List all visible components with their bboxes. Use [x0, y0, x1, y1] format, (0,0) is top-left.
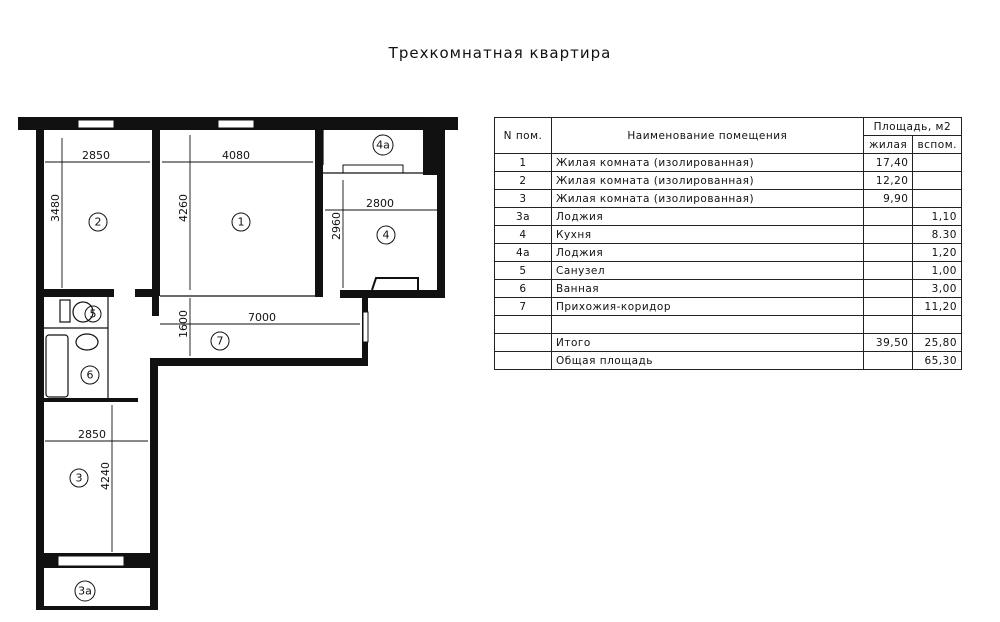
cell-name: Ванная: [551, 279, 864, 298]
cell-living: 17,40: [862, 153, 914, 172]
walls: [18, 117, 458, 610]
cell-living: 12,20: [862, 171, 914, 190]
cell-num: 4: [494, 225, 552, 244]
page-title: Трехкомнатная квартира: [388, 44, 612, 62]
overall-row: Общая площадь 65,30: [494, 351, 962, 370]
room-3-label: 3: [76, 472, 83, 485]
cell-living: 9,90: [862, 189, 914, 208]
header-living: жилая: [862, 135, 914, 154]
room-markers: [69, 134, 396, 602]
cell-name: Жилая комната (изолированная): [551, 171, 864, 190]
dim-room1-width: 4080: [222, 149, 250, 162]
dim-room3-depth: 4240: [99, 462, 112, 490]
header-area: Площадь, м2: [862, 117, 963, 136]
cell-aux: [912, 171, 962, 190]
cell-aux: 11,20: [912, 297, 962, 316]
cell-num: 2: [494, 171, 552, 190]
dim-room4-width: 2800: [366, 197, 394, 210]
cell-living: [862, 243, 914, 262]
total-row: Итого 39,50 25,80: [494, 333, 962, 352]
cell-living: [862, 279, 914, 298]
cell-num: 3а: [494, 207, 552, 226]
room-1-label: 1: [238, 216, 245, 229]
room-4a-label: 4а: [376, 139, 390, 152]
cell-name: Жилая комната (изолированная): [551, 153, 864, 172]
cell-aux: 8.30: [912, 225, 962, 244]
overall-label: Общая площадь: [551, 351, 864, 370]
room-4-label: 4: [383, 229, 390, 242]
cell-num: 5: [494, 261, 552, 280]
cell-living: [862, 261, 914, 280]
cell-name: Лоджия: [551, 243, 864, 262]
cell-num: 4а: [494, 243, 552, 262]
cell-aux: 1,10: [912, 207, 962, 226]
cell-aux: 1,00: [912, 261, 962, 280]
header-aux: вспом.: [912, 135, 962, 154]
empty-row: [494, 315, 962, 334]
room-7-label: 7: [217, 335, 224, 348]
total-living: 39,50: [862, 333, 914, 352]
cell-num: 7: [494, 297, 552, 316]
cell-living: [862, 207, 914, 226]
cell-aux: [912, 153, 962, 172]
total-label: Итого: [551, 333, 864, 352]
dimension-lines: [45, 135, 437, 552]
cell-name: Жилая комната (изолированная): [551, 189, 864, 208]
room-numbers: 1 2 3 3а 4 4а 5 6 7: [76, 139, 390, 598]
cell-num: 6: [494, 279, 552, 298]
dim-corridor-length: 7000: [248, 311, 276, 324]
room-5-label: 5: [90, 308, 97, 321]
header-name: Наименование помещения: [551, 117, 864, 154]
dim-room2-depth: 3480: [49, 194, 62, 222]
dimension-labels: 2850 3480 4080 4260 2800 2960 7000 1600 …: [49, 149, 394, 490]
header-num: N пом.: [494, 117, 552, 154]
cell-aux: [912, 189, 962, 208]
dim-corridor-width: 1600: [177, 310, 190, 338]
cell-living: [862, 225, 914, 244]
total-aux: 25,80: [912, 333, 962, 352]
cell-living: [862, 297, 914, 316]
room-area-table: N пом. Наименование помещения Площадь, м…: [494, 117, 963, 370]
cell-aux: 1,20: [912, 243, 962, 262]
room-2-label: 2: [95, 216, 102, 229]
cell-name: Кухня: [551, 225, 864, 244]
cell-num: 3: [494, 189, 552, 208]
room-3a-label: 3а: [78, 585, 92, 598]
dim-room3-width: 2850: [78, 428, 106, 441]
cell-num: 1: [494, 153, 552, 172]
cell-aux: 3,00: [912, 279, 962, 298]
dim-room2-width: 2850: [82, 149, 110, 162]
room-6-label: 6: [87, 369, 94, 382]
cell-name: Прихожия-коридор: [551, 297, 864, 316]
windows: [57, 119, 404, 567]
thin-lines: [39, 117, 437, 606]
overall-aux: 65,30: [912, 351, 962, 370]
dim-room1-depth: 4260: [177, 194, 190, 222]
cell-name: Санузел: [551, 261, 864, 280]
cell-name: Лоджия: [551, 207, 864, 226]
dim-room4-depth: 2960: [330, 212, 343, 240]
